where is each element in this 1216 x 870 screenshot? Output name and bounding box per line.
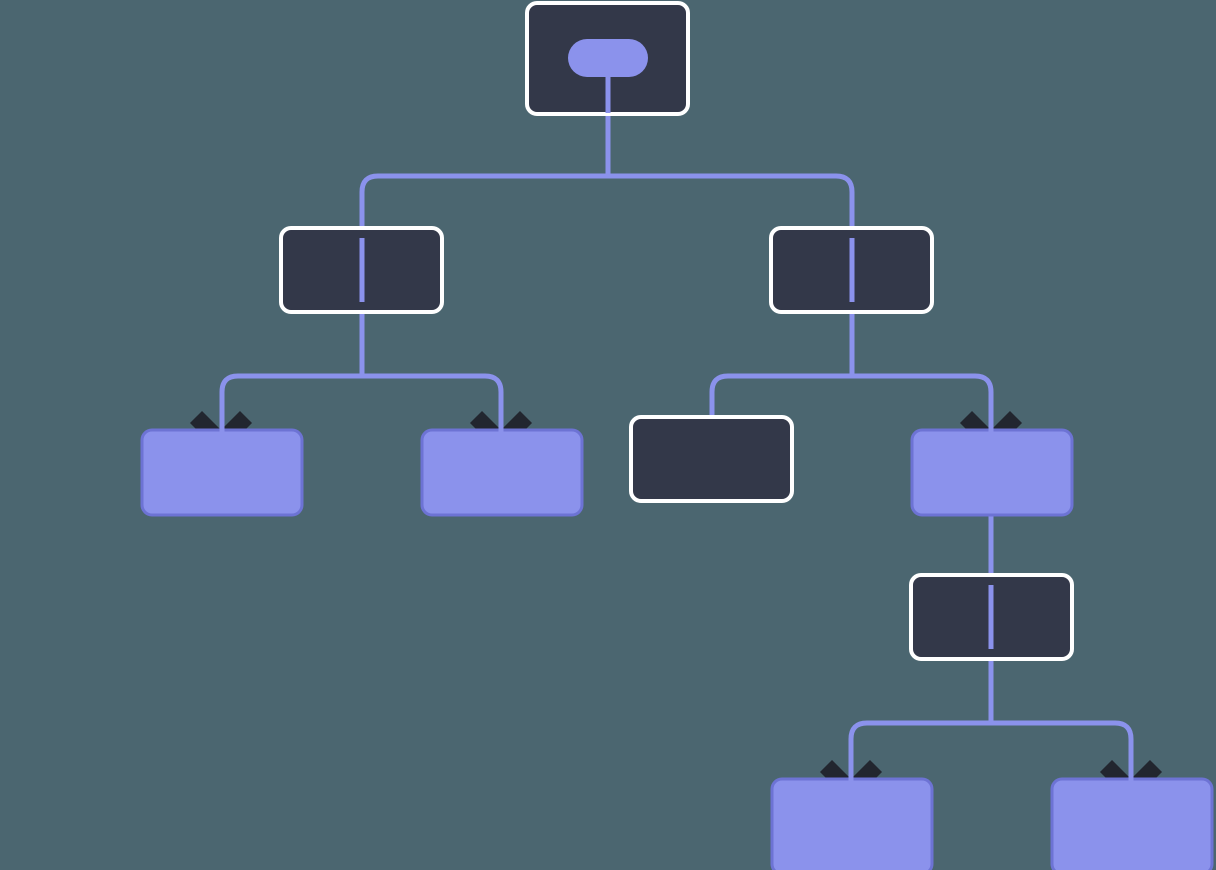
edge-n2-to-leaf-1 — [219, 373, 362, 452]
edge-n3-to-node-6 — [709, 373, 852, 417]
node-layer — [140, 1, 1214, 870]
edge-root-to-child-left — [359, 173, 608, 228]
node-level2-dark[interactable] — [629, 415, 794, 503]
node-overlay-layer — [219, 39, 1134, 801]
edge-n3-to-leaf-7 — [852, 373, 994, 452]
edge-n8-to-leaf-9 — [848, 720, 991, 801]
edge-n2-to-leaf-2 — [362, 373, 504, 452]
edge-n8-to-leaf-10 — [991, 720, 1134, 801]
edge-root-to-child-right — [608, 173, 855, 228]
